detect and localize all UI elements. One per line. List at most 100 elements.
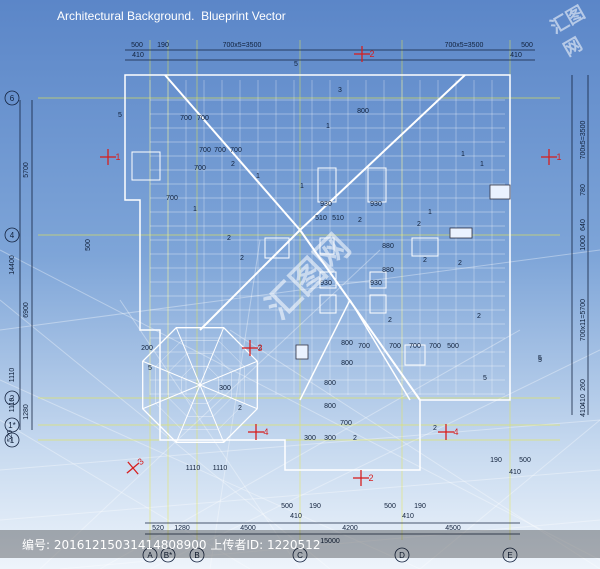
roof-hip-line — [199, 229, 301, 331]
callout-number: 5 — [294, 61, 298, 68]
callout-number: 2 — [258, 345, 262, 352]
dimension-label-bottom: 15000 — [320, 538, 340, 545]
tower-rafter — [199, 384, 258, 410]
dimension-label-left: 500 — [85, 239, 92, 251]
skylight-rect — [369, 271, 387, 289]
dimension-label-right: 260 — [580, 379, 587, 391]
dimension-label-right: 410 — [580, 405, 587, 417]
column-axis-label: E — [507, 551, 512, 560]
dimension-label-top: 190 — [157, 42, 169, 49]
roof-hip-line — [299, 229, 421, 401]
dimension-label-bottom: 410 — [509, 469, 521, 476]
dimension-label-top: 500 — [131, 42, 143, 49]
dimension-label-interior: 300 — [219, 385, 231, 392]
dimension-label-interior: 700 — [389, 343, 401, 350]
dimension-label-interior: 300 — [324, 435, 336, 442]
skylight-rect — [367, 167, 387, 203]
dimension-label-interior: 800 — [324, 380, 336, 387]
dimension-label-top: 410 — [132, 52, 144, 59]
roof-hip-line — [349, 299, 411, 401]
dimension-label-bottom: 520 — [152, 525, 164, 532]
dimension-label-interior: 700 — [180, 115, 192, 122]
roof-hip-line — [299, 74, 466, 231]
tower-rafter — [142, 384, 201, 410]
dimension-label-left: 5700 — [23, 162, 30, 178]
section-mark-label: 1 — [556, 152, 561, 162]
tower-ring — [181, 366, 219, 404]
column-axis-label: B — [194, 551, 199, 560]
skylight-rect — [369, 294, 387, 314]
roof-hip-line — [164, 74, 301, 231]
dimension-label-bottom: 500 — [384, 503, 396, 510]
dimension-label-interior: 930 — [370, 201, 382, 208]
dimension-label-bottom: 4200 — [342, 525, 358, 532]
column-axis-circle — [160, 547, 176, 563]
skylight-rect — [319, 237, 335, 255]
callout-number: 2 — [388, 317, 392, 324]
callout-number: 2 — [227, 235, 231, 242]
dimension-label-interior: 800 — [341, 340, 353, 347]
dimension-label-right: 780 — [580, 184, 587, 196]
construction-ray — [119, 299, 301, 569]
section-mark-line — [127, 461, 139, 475]
section-mark: 1 — [541, 149, 562, 165]
callout-number: 2 — [240, 255, 244, 262]
dimension-label-interior: 880 — [382, 267, 394, 274]
skylight-rect — [264, 237, 290, 259]
construction-ray — [0, 419, 251, 569]
row-axis-label: 1 — [10, 436, 15, 445]
construction-ray — [209, 239, 261, 569]
dimension-label-interior: 700 — [358, 343, 370, 350]
section-mark: 2 — [353, 470, 374, 486]
row-axis-circle — [4, 227, 20, 243]
dimension-label-bottom: 190 — [414, 503, 426, 510]
callout-number: 5 — [538, 357, 542, 364]
row-axis-circle — [4, 432, 20, 448]
construction-ray — [0, 299, 331, 569]
callout-number: 1 — [461, 151, 465, 158]
floor-plan — [124, 74, 511, 471]
skylight-rect — [319, 271, 337, 289]
roof-hip-line — [299, 299, 351, 401]
vent-box — [449, 227, 473, 239]
footer-bar — [0, 530, 600, 558]
callout-number: 2 — [433, 425, 437, 432]
callout-number: 2 — [353, 435, 357, 442]
dimension-label-bottom: 4500 — [240, 525, 256, 532]
skylight-rect — [411, 237, 439, 257]
dimension-label-interior: 500 — [447, 343, 459, 350]
section-mark: 3 — [126, 456, 146, 475]
callout-number: 1 — [256, 173, 260, 180]
dimension-label-interior: 700 — [199, 147, 211, 154]
dimension-label-left: 1110 — [9, 368, 16, 383]
tower-rafter — [175, 327, 201, 386]
tower-rafter — [199, 327, 225, 386]
section-mark: 4 — [248, 424, 269, 440]
tower-rafter — [175, 384, 201, 443]
dimension-label-left: 6900 — [23, 302, 30, 318]
column-axis-circle — [394, 547, 410, 563]
section-mark-label: 2 — [368, 473, 373, 483]
dimension-label-interior: 700 — [166, 195, 178, 202]
callout-number: 3 — [338, 87, 342, 94]
callout-number: 1 — [193, 206, 197, 213]
dimension-label-interior: 700 — [340, 420, 352, 427]
vent-box — [489, 184, 511, 200]
dimension-label-bottom: 500 — [281, 503, 293, 510]
dimension-label-bottom: 410 — [402, 513, 414, 520]
tower-outline — [142, 327, 258, 443]
dimension-label-right: 700x5=3500 — [580, 121, 587, 160]
dimension-label-interior: 930 — [370, 280, 382, 287]
column-axis-label: D — [399, 551, 405, 560]
row-axis-label: 6 — [10, 94, 15, 103]
dimension-label-bottom: 190 — [309, 503, 321, 510]
dimension-label-interior: 930 — [320, 201, 332, 208]
dimension-label-left: 520 — [7, 430, 14, 442]
callout-number: 2 — [358, 217, 362, 224]
dimension-label-bottom: 4500 — [445, 525, 461, 532]
callout-number: 2 — [423, 257, 427, 264]
dimension-label-bottom: 1110 — [186, 465, 201, 472]
dimension-label-bottom: 1280 — [174, 525, 190, 532]
